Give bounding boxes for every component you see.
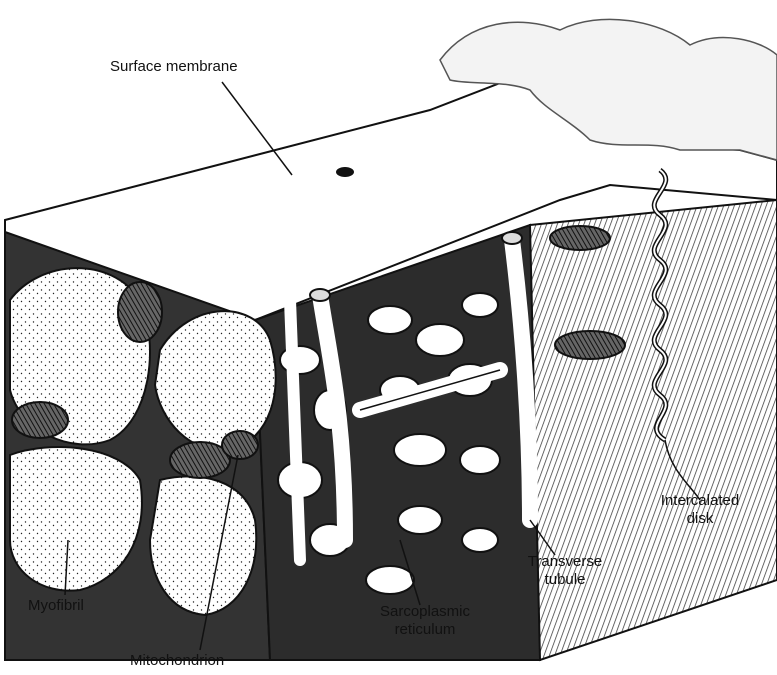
mitochondrion-shape-1 (118, 282, 162, 342)
right-side-face (520, 200, 777, 660)
mitochondrion-shape-6 (555, 331, 625, 359)
mitochondrion-shape-5 (550, 226, 610, 250)
myofibril-shape-4 (150, 476, 256, 615)
membrane-pore (336, 167, 354, 177)
transverse-tubule-opening-1 (310, 289, 330, 301)
mitochondrion-shape-3 (170, 442, 230, 478)
label-sarcoplasmic-reticulum-line2: reticulum (365, 621, 485, 639)
mitochondrion-shape-4 (222, 431, 258, 459)
mitochondrion-shape-2 (12, 402, 68, 438)
label-intercalated-disk-line2: disk (640, 510, 760, 528)
label-mitochondrion: Mitochondrion (130, 652, 224, 670)
label-transverse-tubule: Transverse tubule (510, 553, 620, 589)
label-transverse-tubule-line2: tubule (510, 571, 620, 589)
label-sarcoplasmic-reticulum-line1: Sarcoplasmic (365, 603, 485, 621)
label-sarcoplasmic-reticulum: Sarcoplasmic reticulum (365, 603, 485, 639)
transverse-tubule-opening-2 (502, 232, 522, 244)
label-intercalated-disk: Intercalated disk (640, 492, 760, 528)
label-surface-membrane: Surface membrane (110, 58, 238, 76)
label-transverse-tubule-line1: Transverse (510, 553, 620, 571)
label-intercalated-disk-line1: Intercalated (640, 492, 760, 510)
label-myofibril: Myofibril (28, 597, 84, 615)
